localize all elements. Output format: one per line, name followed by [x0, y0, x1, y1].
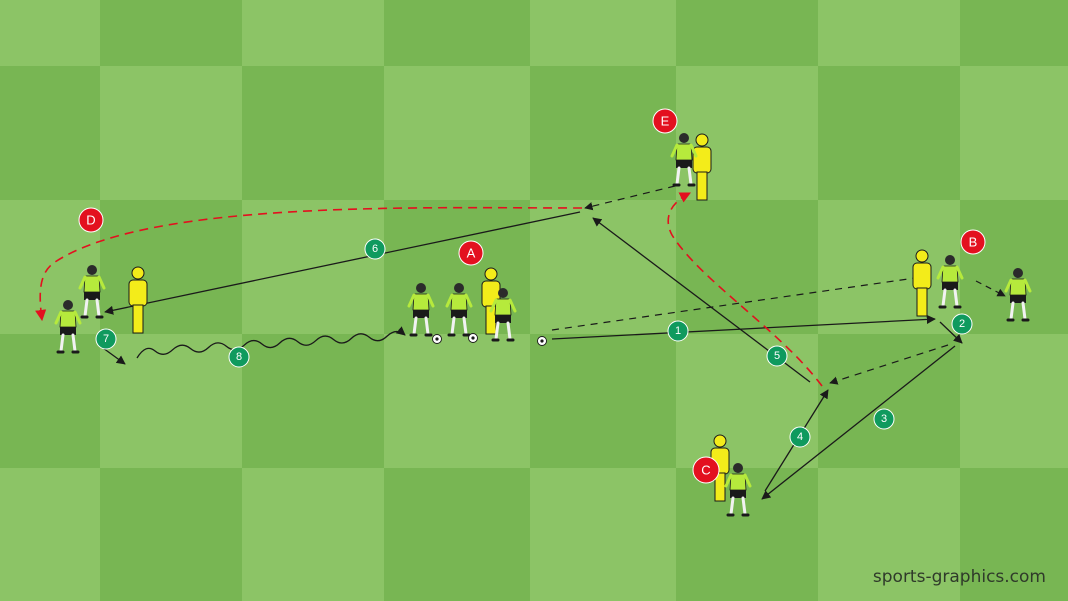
pitch-stripe	[676, 200, 819, 335]
station-label-c: C	[692, 456, 720, 484]
pitch-stripe	[530, 200, 677, 335]
pitch-stripe	[242, 66, 385, 201]
svg-text:7: 7	[103, 333, 109, 345]
pitch-stripe	[818, 468, 961, 601]
pitch-stripe	[384, 66, 531, 201]
pitch-stripe	[818, 0, 961, 67]
svg-text:3: 3	[881, 413, 887, 425]
svg-text:5: 5	[774, 350, 780, 362]
svg-text:E: E	[661, 114, 670, 129]
station-label-d: D	[78, 207, 104, 233]
step-label-2: 2	[951, 313, 973, 335]
pitch-stripe	[0, 66, 101, 201]
movement-lines	[35, 185, 1006, 500]
pass-2-line	[939, 321, 963, 344]
pitch-stripe	[960, 200, 1068, 335]
pitch-stripe	[960, 468, 1068, 601]
ball	[537, 336, 547, 346]
pitch-stripe	[530, 66, 677, 201]
run-e-line	[584, 185, 676, 211]
svg-text:C: C	[701, 463, 710, 478]
pitch-stripe	[960, 0, 1068, 67]
ball	[432, 334, 442, 344]
svg-text:8: 8	[236, 351, 242, 363]
step-labels: 1 2 3 4 5 6 7 8	[95, 238, 973, 448]
step-label-7: 7	[95, 328, 117, 350]
dribble-8-line	[136, 326, 406, 359]
pass-1-line	[551, 314, 936, 340]
svg-text:2: 2	[959, 318, 965, 330]
pitch-stripe	[242, 334, 385, 469]
pitch-stripe	[242, 468, 385, 601]
pitch-stripe	[100, 200, 243, 335]
pitch-stripe	[100, 334, 243, 469]
pitch-stripe	[384, 468, 531, 601]
pitch-stripe	[676, 0, 819, 67]
run-b-right-line	[975, 280, 1006, 297]
svg-text:6: 6	[372, 243, 378, 255]
svg-text:1: 1	[675, 325, 681, 337]
pitch-stripe	[0, 334, 101, 469]
pitch-stripe	[384, 334, 531, 469]
step-label-8: 8	[228, 346, 250, 368]
pitch-stripe	[530, 0, 677, 67]
pass-3-line	[761, 345, 956, 500]
step-label-6: 6	[364, 238, 386, 260]
svg-text:A: A	[467, 246, 476, 261]
pitch-stripe	[100, 0, 243, 67]
red-run-c-line	[667, 192, 823, 387]
station-label-b: B	[960, 229, 986, 255]
pitch-stripe	[100, 66, 243, 201]
pitch-stripe	[530, 334, 677, 469]
station-label-e: E	[652, 108, 678, 134]
pitch-stripe	[100, 468, 243, 601]
pitch-stripe	[0, 0, 101, 67]
pitch-stripe	[530, 468, 677, 601]
svg-text:D: D	[86, 213, 95, 228]
pitch-stripe	[676, 468, 819, 601]
pitch-stripe	[818, 200, 961, 335]
svg-text:4: 4	[797, 431, 803, 443]
pitch-stripe	[818, 334, 961, 469]
pitch-stripe	[0, 468, 101, 601]
ball	[468, 333, 478, 343]
step-label-3: 3	[873, 408, 895, 430]
watermark-text: sports-graphics.com	[872, 567, 1046, 587]
pass-6-line	[104, 211, 581, 315]
step-label-4: 4	[789, 426, 811, 448]
svg-text:B: B	[969, 235, 978, 250]
pitch-stripe	[818, 66, 961, 201]
pitch-stripe	[960, 66, 1068, 201]
pitch-stripe	[242, 0, 385, 67]
pitch-stripe	[384, 0, 531, 67]
step-label-5: 5	[766, 345, 788, 367]
red-run-d-line	[35, 206, 583, 322]
station-label-a: A	[458, 240, 484, 266]
run-7-line	[102, 347, 126, 365]
step-label-1: 1	[667, 320, 689, 342]
pitch-stripe	[676, 334, 819, 469]
pitch-stripe	[960, 334, 1068, 469]
station-labels: D A E B C	[78, 108, 986, 484]
run-a-to-b-line	[551, 277, 916, 331]
